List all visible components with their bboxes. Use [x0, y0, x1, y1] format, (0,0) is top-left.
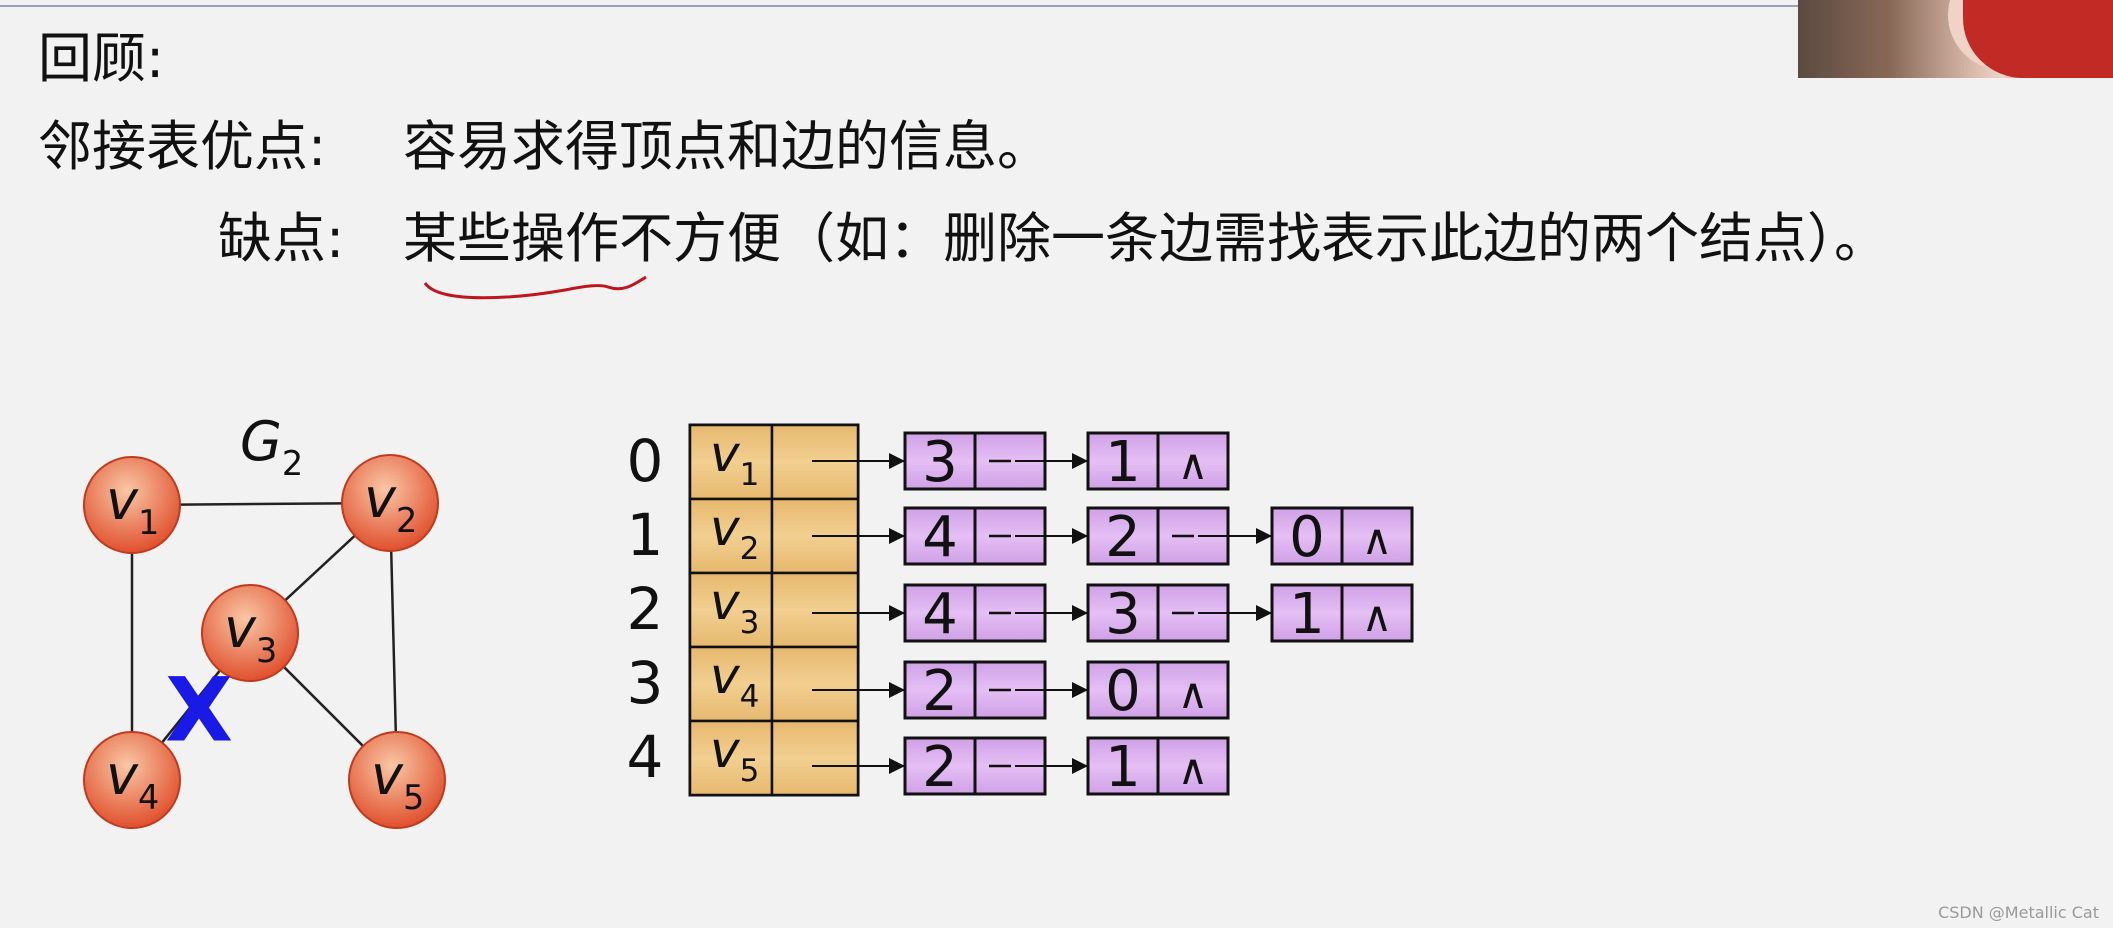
row-index-4: 4: [627, 723, 664, 791]
list-node: 1∧: [1270, 582, 1414, 647]
edge-v2-v3: [284, 534, 356, 602]
head-vertex-cell: [688, 423, 774, 501]
node-value: 1: [1105, 430, 1141, 495]
webcam-overlay: [1798, 0, 2113, 78]
list-node: 2: [903, 659, 1047, 724]
list-node: 1∧: [1086, 735, 1230, 800]
vertex-v1: v1: [83, 456, 181, 554]
pros-label: 邻接表优点:: [38, 115, 327, 178]
head-pointer-cell: [770, 571, 860, 649]
node-value: 4: [922, 582, 958, 647]
vertex-v5: v5: [348, 731, 446, 829]
list-node: 3: [1086, 582, 1230, 647]
edge-v3-v5: [283, 666, 364, 747]
top-divider: [0, 5, 1798, 7]
null-pointer-symbol: ∧: [1178, 440, 1209, 489]
node-value: 2: [922, 659, 958, 724]
edge-v3-v4: [161, 669, 221, 744]
edge-v2-v5: [389, 550, 398, 733]
graph-vertices: v1 v2 v3 v4 v5: [83, 454, 446, 829]
node-value: 0: [1105, 659, 1141, 724]
head-vertex-cell: [688, 497, 774, 575]
graph-title: G2: [240, 410, 303, 483]
row-index-3: 3: [627, 649, 664, 717]
list-node: 0∧: [1270, 505, 1414, 570]
list-node: 1∧: [1086, 430, 1230, 495]
vertex-v3: v3: [201, 584, 299, 682]
node-value: 2: [1105, 505, 1141, 570]
node-value: 1: [1105, 735, 1141, 800]
null-pointer-symbol: ∧: [1178, 669, 1209, 718]
cons-label: 缺点:: [218, 207, 345, 270]
head-pointer-cell: [770, 645, 860, 723]
list-node: 4: [903, 505, 1047, 570]
row-index-0: 0: [627, 427, 664, 495]
pros-text: 容易求得顶点和边的信息。: [403, 115, 1051, 178]
delete-mark-x: X: [165, 658, 233, 761]
vertex-v2: v2: [341, 454, 439, 552]
node-value: 4: [922, 505, 958, 570]
null-pointer-symbol: ∧: [1362, 592, 1393, 641]
graph-edges: [130, 502, 398, 747]
cons-text: 某些操作不方便（如：删除一条边需找表示此边的两个结点）。: [403, 207, 1888, 270]
review-heading: 回顾:: [38, 27, 165, 90]
highlight-underline: [423, 275, 647, 300]
list-node: 3: [903, 430, 1047, 495]
list-node: 0∧: [1086, 659, 1230, 724]
graph-title-label: G2: [240, 410, 303, 483]
list-node: 2: [903, 735, 1047, 800]
presenter-hood: [1963, 0, 2113, 78]
list-node: 2: [1086, 505, 1230, 570]
node-value: 2: [922, 735, 958, 800]
list-node: 4: [903, 582, 1047, 647]
null-pointer-symbol: ∧: [1362, 515, 1393, 564]
node-value: 1: [1289, 582, 1325, 647]
head-label-3: v4: [710, 647, 759, 715]
vertex-label-v4: v4: [106, 744, 159, 817]
head-vertex-cell: [688, 719, 774, 797]
delete-mark: X: [165, 658, 233, 761]
edge-v1-v2: [179, 502, 343, 506]
row-index-2: 2: [627, 575, 664, 643]
watermark: CSDN @Metallic Cat: [1938, 903, 2099, 922]
row-index-1: 1: [627, 501, 664, 569]
head-pointer-cell: [770, 719, 860, 797]
head-vertex-cell: [688, 571, 774, 649]
null-pointer-symbol: ∧: [1178, 745, 1209, 794]
node-value: 3: [1105, 582, 1141, 647]
node-value: 3: [922, 430, 958, 495]
head-vertex-cell: [688, 645, 774, 723]
node-value: 0: [1289, 505, 1325, 570]
vertex-v4: v4: [83, 731, 181, 829]
